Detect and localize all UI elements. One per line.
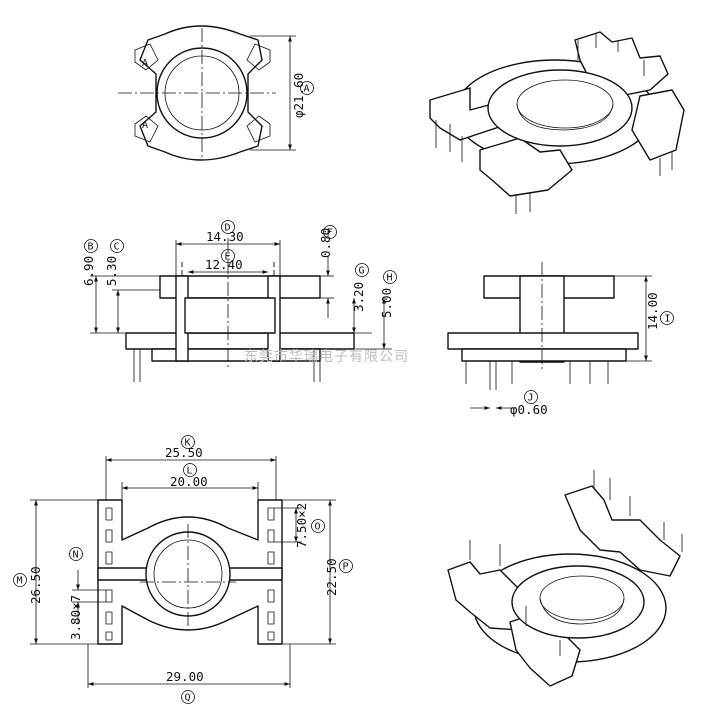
dim-m-label: M — [17, 576, 23, 587]
section-mark-a-upper: A — [142, 58, 148, 69]
dim-q-value: 29.00 — [166, 669, 204, 684]
dim-k-value: 25.50 — [165, 445, 203, 460]
dim-a-label: A — [304, 84, 310, 95]
isometric-view-upper — [429, 31, 685, 214]
dim-o-label: O — [315, 522, 321, 533]
dim-j-value: φ0.60 — [510, 402, 548, 417]
section-mark-a-lower: A — [142, 120, 148, 131]
dim-d-value: 14.30 — [206, 229, 244, 244]
dim-d-label: D — [225, 223, 231, 234]
dim-e-label: E — [225, 252, 231, 263]
dim-p-label: P — [343, 562, 349, 573]
dim-b-label: B — [88, 242, 94, 253]
dim-g-label: G — [359, 266, 365, 277]
dim-g-value: 3.20 — [351, 282, 366, 312]
dim-b-value: 6.90 — [81, 256, 96, 286]
dim-q-label: Q — [185, 693, 191, 704]
bottom-view: 25.50 K 20.00 L 26.50 M 3.80×7 N 7.50×2 … — [13, 435, 353, 704]
dim-f-label: F — [327, 228, 333, 239]
dim-k-label: K — [185, 438, 191, 449]
dim-c-value: 5.30 — [104, 256, 119, 286]
front-view: 14.30 D 12.40 E 6.90 B 5.30 C 0.80 F 3.2… — [81, 220, 397, 382]
top-view: A A φ21.60 A — [118, 25, 314, 161]
dim-l-label: L — [187, 466, 193, 477]
dim-m-value: 26.50 — [28, 566, 43, 604]
dim-p-value: 22.50 — [324, 558, 339, 596]
side-view: 14.00 I φ0.60 J — [447, 262, 674, 417]
dim-f-value: 0.80 — [318, 228, 333, 258]
dim-h-value: 5.00 — [379, 288, 394, 318]
dim-h-label: H — [387, 273, 393, 284]
dim-e-value: 12.40 — [205, 257, 243, 272]
dim-l-value: 20.00 — [170, 474, 208, 489]
dim-n-label: N — [73, 550, 79, 561]
company-watermark: 东莞市华瑞电子有限公司 — [244, 348, 409, 365]
dim-o-value: 7.50×2 — [294, 503, 309, 548]
dim-c-label: C — [114, 242, 120, 253]
dim-i-label: I — [665, 314, 671, 325]
dim-i-value: 14.00 — [645, 292, 660, 330]
dim-j-label: J — [528, 393, 534, 404]
dim-n-value: 3.80×7 — [68, 595, 83, 640]
dim-a-value: φ21.60 — [291, 73, 306, 118]
isometric-view-lower — [447, 470, 683, 687]
